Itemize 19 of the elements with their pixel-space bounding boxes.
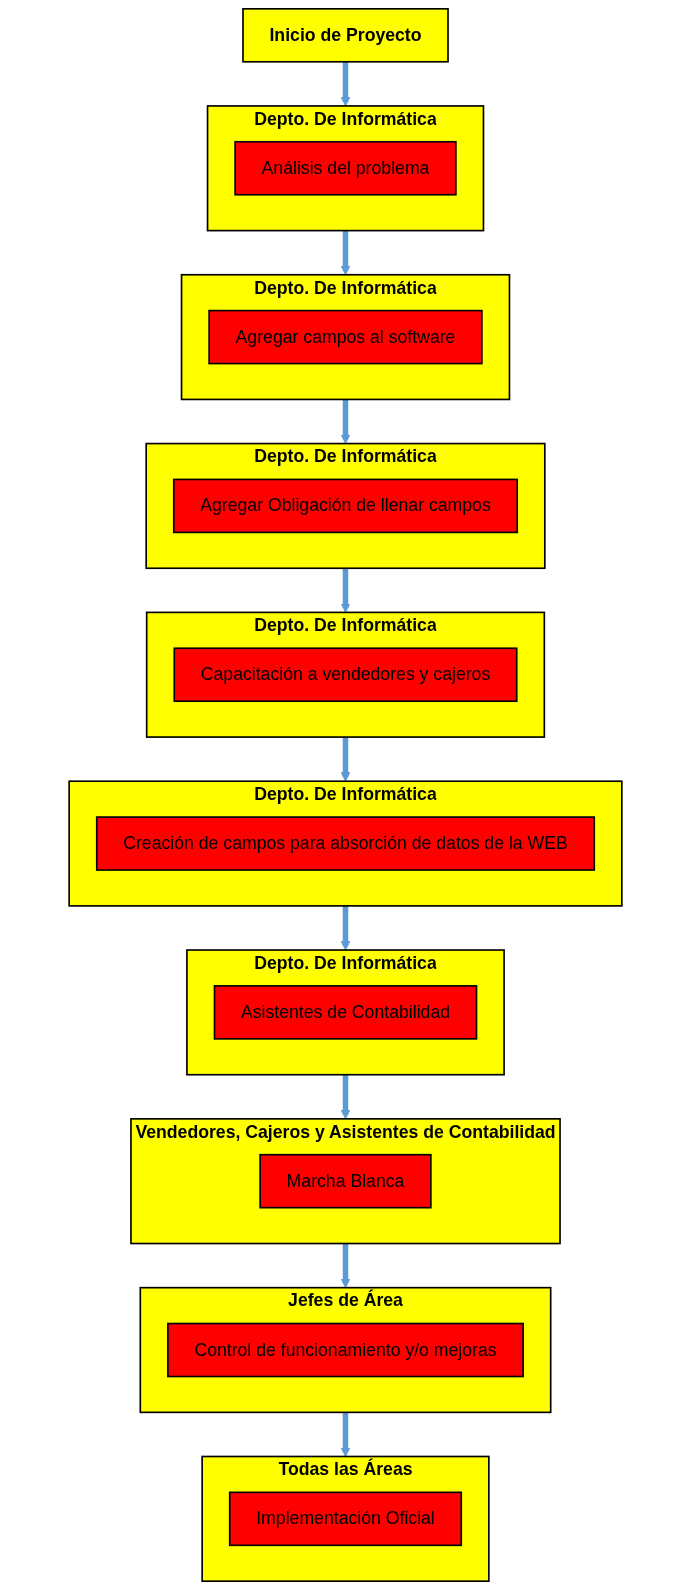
arrow <box>340 61 351 107</box>
node-box: Inicio de Proyecto <box>242 8 449 63</box>
arrow <box>340 1074 351 1120</box>
arrow <box>340 737 351 782</box>
arrow <box>340 1243 351 1289</box>
arrow <box>340 905 351 951</box>
arrow <box>340 399 351 444</box>
arrow <box>340 1412 351 1457</box>
node-box: Agregar campos al software <box>208 309 483 365</box>
node-box: Agregar Obligación de llenar campos <box>172 478 519 534</box>
node-box: Creación de campos para absorción de datos de la WEB <box>95 816 596 871</box>
node-box: Implementación Oficial <box>228 1491 463 1547</box>
node-box: Asistentes de Contabilidad <box>213 985 478 1040</box>
arrow <box>340 230 351 276</box>
arrow <box>340 568 351 613</box>
node-box: Marcha Blanca <box>259 1153 432 1209</box>
node-box: Control de funcionamiento y/o mejoras <box>167 1322 524 1378</box>
node-box: Capacitación a vendedores y cajeros <box>173 647 518 703</box>
node-box: Análisis del problema <box>234 140 457 196</box>
